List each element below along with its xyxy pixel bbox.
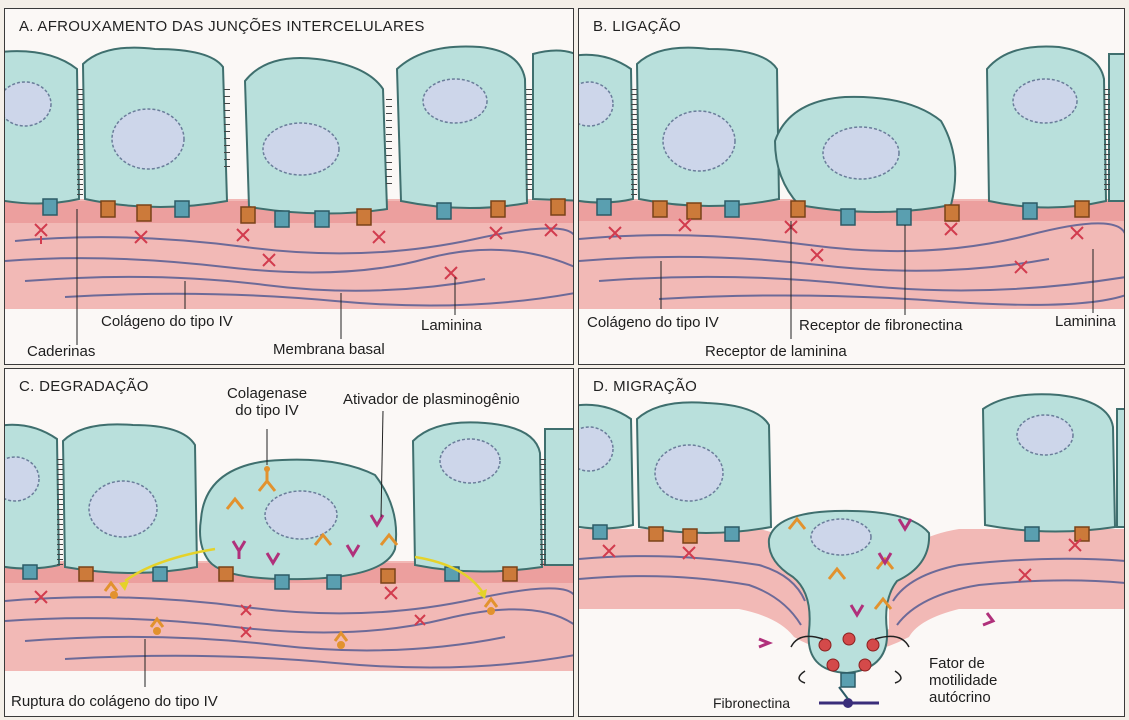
label-factor-line1: Fator de	[929, 655, 997, 672]
label-collagenase: Colagenase do tipo IV	[219, 385, 315, 419]
panel-d-title: D. MIGRAÇÃO	[593, 378, 697, 395]
label-collagen-b: Colágeno do tipo IV	[587, 314, 719, 331]
panel-b-illustration	[579, 9, 1125, 365]
label-motility-factor: Fator de motilidade autócrino	[929, 655, 997, 706]
panel-d-illustration	[579, 369, 1125, 717]
label-laminin-a: Laminina	[421, 317, 482, 334]
label-cadherins: Caderinas	[27, 343, 95, 360]
panel-a-title: A. AFROUXAMENTO DAS JUNÇÕES INTERCELULAR…	[19, 18, 425, 35]
panel-c: C. DEGRADAÇÃO Colagenase do tipo IV Ativ…	[4, 368, 574, 717]
label-laminin-b: Laminina	[1055, 313, 1116, 330]
panel-c-illustration	[5, 369, 574, 717]
label-collagenase-line2: do tipo IV	[219, 402, 315, 419]
panel-d: D. MIGRAÇÃO Fator de motilidade autócrin…	[578, 368, 1125, 717]
panel-c-title: C. DEGRADAÇÃO	[19, 378, 149, 395]
panel-b-title: B. LIGAÇÃO	[593, 18, 681, 35]
label-collagenase-line1: Colagenase	[219, 385, 315, 402]
label-basement-membrane: Membrana basal	[273, 341, 385, 358]
label-collagen-rupture: Ruptura do colágeno do tipo IV	[11, 693, 218, 710]
label-factor-line3: autócrino	[929, 689, 997, 706]
panel-a: A. AFROUXAMENTO DAS JUNÇÕES INTERCELULAR…	[4, 8, 574, 365]
label-factor-line2: motilidade	[929, 672, 997, 689]
label-fibronectin-receptor: Receptor de fibronectina	[799, 317, 962, 334]
panel-b: B. LIGAÇÃO Colágeno do tipo IV Receptor …	[578, 8, 1125, 365]
label-laminin-receptor: Receptor de laminina	[705, 343, 847, 360]
panel-a-illustration	[5, 9, 574, 365]
label-fibronectin: Fibronectina	[713, 695, 790, 712]
label-plasminogen-activator: Ativador de plasminogênio	[343, 391, 520, 408]
label-collagen-a: Colágeno do tipo IV	[101, 313, 233, 330]
